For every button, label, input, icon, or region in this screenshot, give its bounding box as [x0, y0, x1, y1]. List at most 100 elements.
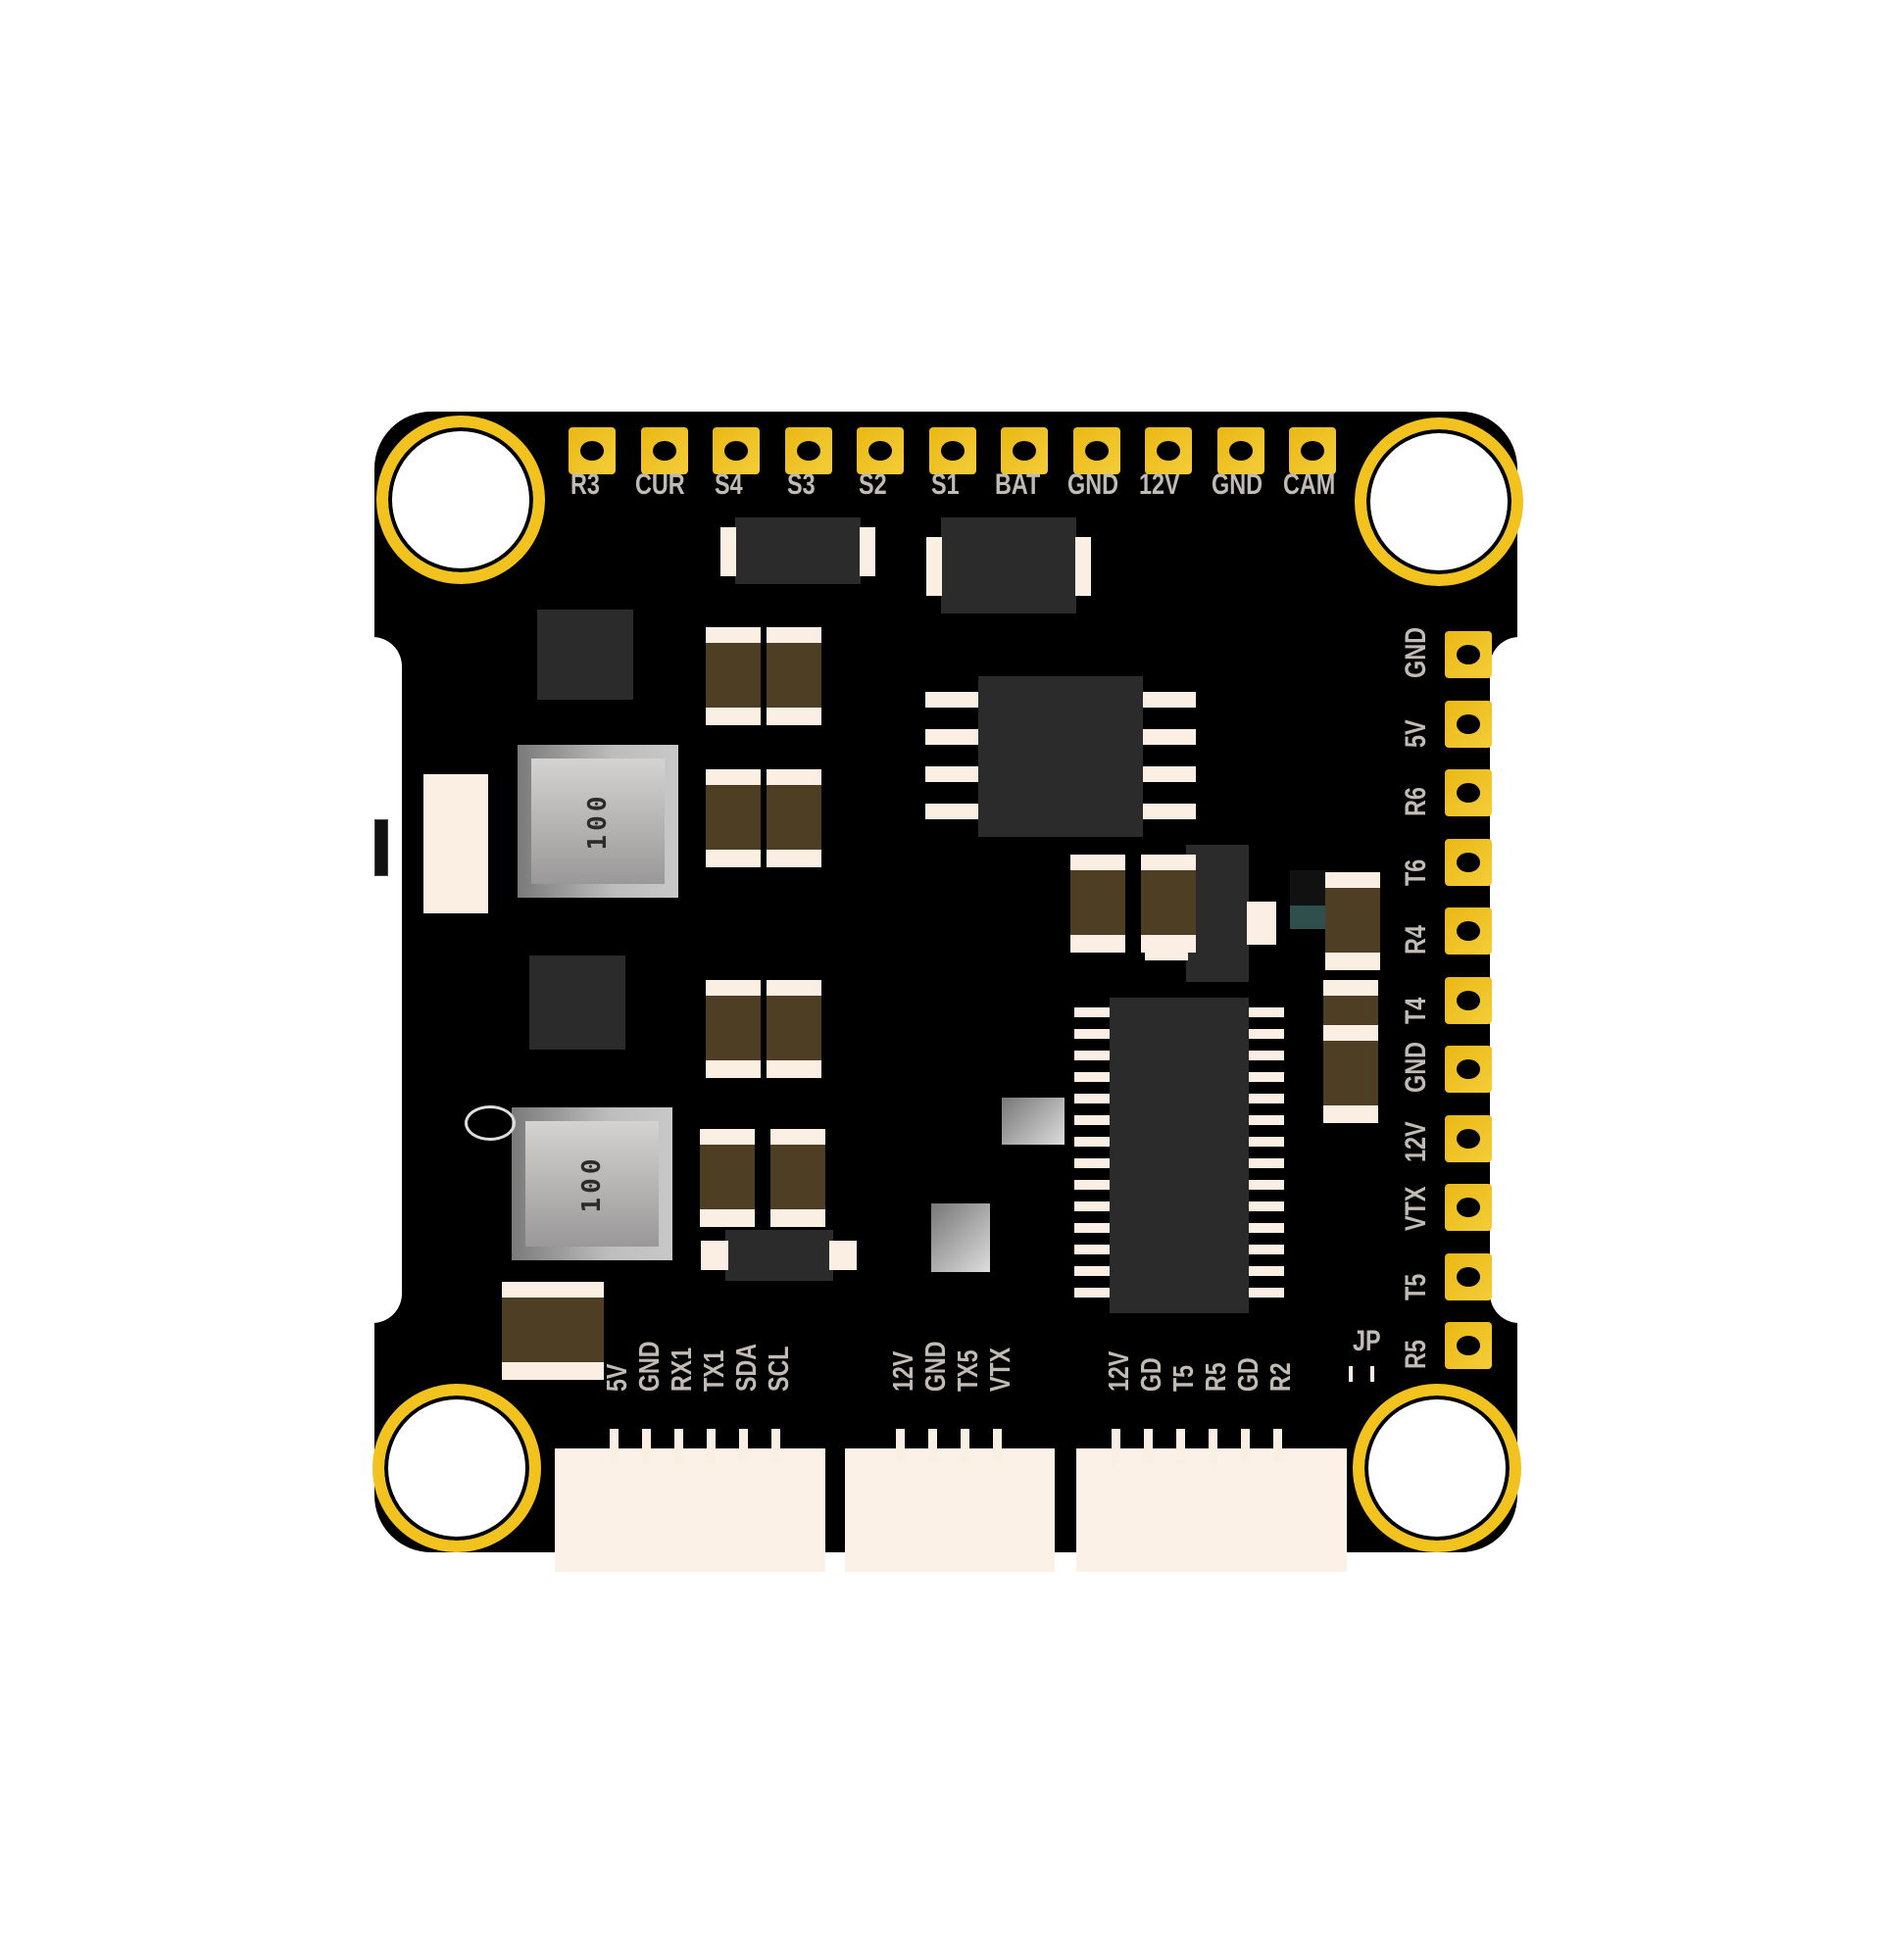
pad-label: CAM [1283, 468, 1336, 501]
jumper-label: JP [1353, 1325, 1381, 1357]
capacitor-body [767, 996, 821, 1060]
osd-chip [1110, 998, 1249, 1313]
pad-gnd[interactable] [1445, 1046, 1492, 1093]
osd-pin [1249, 1137, 1284, 1147]
pad-label: BAT [995, 468, 1041, 501]
pad-s1[interactable] [928, 427, 976, 474]
connector-pin [961, 1429, 969, 1464]
connector-pin-label: 12V [1104, 1350, 1135, 1392]
right-edge-notch [1490, 637, 1519, 1323]
pad-cam[interactable] [1289, 427, 1336, 474]
capacitor-body [502, 1298, 557, 1362]
diode-top-right [941, 517, 1076, 613]
diode-terminal [860, 527, 875, 576]
connector-pin-label: RX1 [667, 1347, 698, 1392]
capacitor-body [706, 785, 761, 850]
pad-label: 12V [1400, 1120, 1432, 1162]
pad-label: 12V [1139, 468, 1180, 501]
pad-r4[interactable] [1445, 907, 1492, 955]
osd-pin [1074, 1180, 1110, 1190]
capacitor-body [700, 1145, 755, 1209]
osd-pin [1249, 1288, 1284, 1298]
connector-pin [674, 1429, 683, 1464]
osd-pin [1249, 1029, 1284, 1039]
connector-pin-label: GND [634, 1341, 666, 1392]
capacitor-body [706, 643, 761, 708]
connector-3[interactable] [1076, 1448, 1347, 1572]
sensor-chip [1002, 1098, 1065, 1145]
connector-pin [993, 1429, 1002, 1464]
osd-pin [1074, 1094, 1110, 1103]
mounting-hole-bottom-right [1353, 1384, 1521, 1552]
capacitor-body [1070, 870, 1125, 935]
connector-pin-label: TX5 [953, 1349, 984, 1392]
connector-pin-label: GD [1136, 1357, 1167, 1392]
capacitor-body [1325, 888, 1380, 953]
mcu-pin [1143, 692, 1196, 708]
connector-pin-label: TX1 [699, 1349, 730, 1392]
osd-pin [1074, 1245, 1110, 1254]
pad-s4[interactable] [713, 427, 760, 474]
mcu-chip [978, 676, 1143, 837]
side-button[interactable] [423, 774, 488, 913]
inductor-marking: 100 [583, 792, 613, 851]
osd-pin [1074, 1223, 1110, 1233]
pad-label: GND [1211, 468, 1263, 501]
capacitor-body [706, 996, 761, 1060]
pad-s2[interactable] [857, 427, 904, 474]
osd-pin [1074, 1137, 1110, 1147]
mounting-hole-bottom-left [372, 1384, 541, 1552]
connector-pin-label: SCL [764, 1346, 795, 1392]
pad-label: T5 [1400, 1273, 1432, 1300]
pad-label: 5V [1400, 718, 1432, 748]
pad-t5[interactable] [1445, 1252, 1492, 1300]
connector-1[interactable] [555, 1448, 825, 1572]
connector-pin-label: 5V [602, 1363, 633, 1392]
osd-pin [1249, 1158, 1284, 1168]
pad-gnd[interactable] [1216, 427, 1264, 474]
connector-pin-label: R2 [1265, 1362, 1297, 1392]
osd-pin [1074, 1029, 1110, 1039]
osd-pin [1249, 1266, 1284, 1276]
pad-bat[interactable] [1001, 427, 1048, 474]
pad-vtx[interactable] [1445, 1184, 1492, 1231]
pad-t6[interactable] [1445, 838, 1492, 886]
pad-12v[interactable] [1145, 427, 1192, 474]
inductor-1: 100 [518, 745, 678, 898]
ldo-regulator [1186, 845, 1249, 982]
left-edge-notch [372, 637, 402, 1323]
connector-pin [1176, 1429, 1185, 1464]
pad-gnd[interactable] [1445, 631, 1492, 678]
jumper-pad [1349, 1366, 1353, 1382]
diode-terminal [701, 1241, 728, 1270]
pad-label: S3 [786, 468, 816, 501]
button-actuator[interactable] [374, 819, 388, 876]
capacitor-body [770, 1145, 825, 1209]
diode-terminal [926, 537, 942, 596]
pad-cur[interactable] [640, 427, 688, 474]
pad-5v[interactable] [1445, 700, 1492, 748]
diode-terminal [720, 527, 736, 576]
pad-t4[interactable] [1445, 976, 1492, 1024]
pad-gnd[interactable] [1072, 427, 1120, 474]
osd-pin [1074, 1115, 1110, 1125]
osd-pin [1249, 1007, 1284, 1017]
pad-label: R6 [1400, 787, 1432, 816]
pad-s3[interactable] [784, 427, 832, 474]
pad-12v[interactable] [1445, 1114, 1492, 1162]
pad-label: GND [1400, 1041, 1432, 1093]
mcu-pin [925, 766, 978, 782]
pad-r5[interactable] [1445, 1322, 1492, 1369]
inductor-marking: 100 [577, 1154, 607, 1213]
osd-pin [1249, 1180, 1284, 1190]
mounting-hole-top-left [376, 416, 545, 584]
pad-r3[interactable] [569, 427, 616, 474]
mcu-pin [1143, 766, 1196, 782]
diode-terminal [829, 1241, 857, 1270]
connector-pin-label: R5 [1201, 1362, 1232, 1392]
osd-pin [1249, 1223, 1284, 1233]
pad-label: S2 [859, 468, 887, 501]
regulator-chip-2 [529, 956, 625, 1050]
connector-2[interactable] [845, 1448, 1055, 1572]
pad-r6[interactable] [1445, 769, 1492, 816]
